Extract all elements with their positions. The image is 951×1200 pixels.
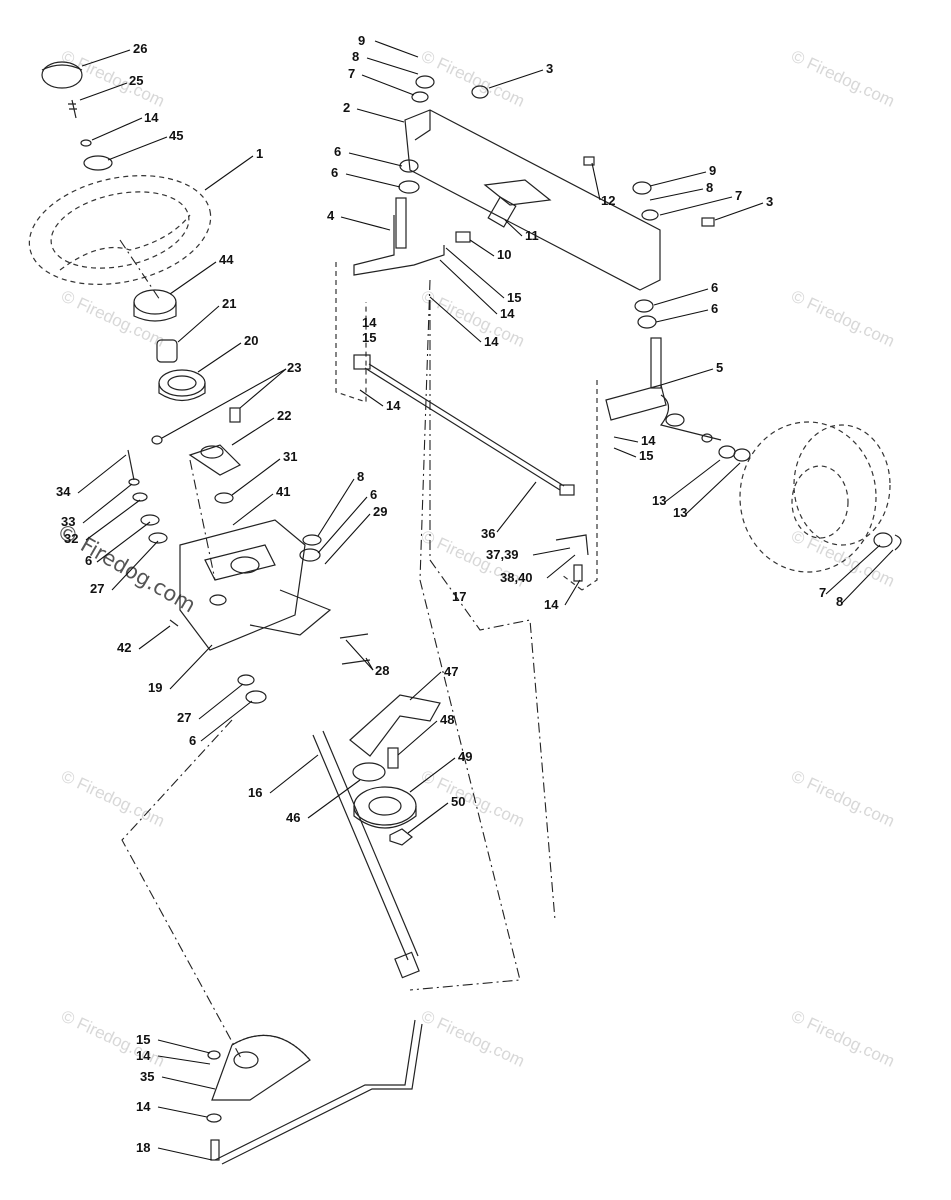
label-23: 23 — [287, 360, 301, 375]
label-9: 9 — [358, 33, 365, 48]
label-25: 25 — [129, 73, 143, 88]
label-6: 6 — [189, 733, 196, 748]
label-10: 10 — [497, 247, 511, 262]
label-17: 17 — [452, 589, 466, 604]
tie-rod — [353, 354, 589, 582]
steering-support-assembly — [127, 444, 371, 704]
label-14: 14 — [500, 306, 515, 321]
label-2: 2 — [343, 100, 350, 115]
label-13: 13 — [652, 493, 666, 508]
label-32: 32 — [64, 531, 78, 546]
idler-pulley-assembly — [349, 694, 441, 846]
label-29: 29 — [373, 504, 387, 519]
label-22: 22 — [277, 408, 291, 423]
label-3: 3 — [546, 61, 553, 76]
watermark: © Firedog.com — [58, 286, 167, 350]
label-7: 7 — [735, 188, 742, 203]
watermark: © Firedog.com — [788, 46, 897, 110]
watermark: © Firedog.com — [788, 526, 897, 590]
label-8: 8 — [357, 469, 364, 484]
label-47: 47 — [444, 664, 458, 679]
label-34: 34 — [56, 484, 71, 499]
label-15: 15 — [136, 1032, 150, 1047]
label-5: 5 — [716, 360, 723, 375]
label-6: 6 — [334, 144, 341, 159]
label-7: 7 — [819, 585, 826, 600]
watermark: © Firedog.com — [418, 766, 527, 830]
label-36: 36 — [481, 526, 495, 541]
watermark: © Firedog.com — [58, 766, 167, 830]
label-27: 27 — [90, 581, 104, 596]
assembly-guide-lines — [119, 239, 556, 1061]
leader-lines — [77, 40, 894, 1161]
label-4: 4 — [327, 208, 335, 223]
label-8: 8 — [352, 49, 359, 64]
label-37-39: 37,39 — [486, 547, 519, 562]
label-15: 15 — [362, 330, 376, 345]
label-49: 49 — [458, 749, 472, 764]
label-33: 33 — [61, 514, 75, 529]
label-12: 12 — [601, 193, 615, 208]
label-14: 14 — [362, 315, 377, 330]
drag-link — [214, 1019, 423, 1165]
label-14: 14 — [544, 597, 559, 612]
steering-wheel-assembly — [28, 61, 241, 445]
label-14: 14 — [484, 334, 499, 349]
label-8: 8 — [836, 594, 843, 609]
label-9: 9 — [709, 163, 716, 178]
label-11: 11 — [525, 228, 539, 243]
label-8: 8 — [706, 180, 713, 195]
label-19: 19 — [148, 680, 162, 695]
label-16: 16 — [248, 785, 262, 800]
front-axle-assembly — [335, 75, 751, 591]
label-14: 14 — [641, 433, 656, 448]
label-14: 14 — [136, 1048, 151, 1063]
watermark: © Firedog.com — [58, 1006, 167, 1070]
label-44: 44 — [219, 252, 234, 267]
steering-shaft — [312, 730, 420, 979]
label-21: 21 — [222, 296, 236, 311]
label-38-40: 38,40 — [500, 570, 533, 585]
part-labels: 26 25 14 45 1 44 21 20 23 22 31 41 8 6 2… — [56, 33, 843, 1155]
sector-gear-assembly — [206, 1034, 311, 1161]
label-13: 13 — [673, 505, 687, 520]
watermark: © Firedog.com — [418, 46, 527, 110]
label-14: 14 — [136, 1099, 151, 1114]
label-26: 26 — [133, 41, 147, 56]
label-7: 7 — [348, 66, 355, 81]
watermark: © Firedog.com — [788, 766, 897, 830]
label-50: 50 — [451, 794, 465, 809]
label-6: 6 — [85, 553, 92, 568]
label-27: 27 — [177, 710, 191, 725]
label-48: 48 — [440, 712, 454, 727]
label-20: 20 — [244, 333, 258, 348]
label-41: 41 — [276, 484, 290, 499]
label-6: 6 — [711, 280, 718, 295]
label-6: 6 — [370, 487, 377, 502]
label-35: 35 — [140, 1069, 154, 1084]
label-28: 28 — [375, 663, 389, 678]
watermark: © Firedog.com — [418, 1006, 527, 1070]
label-15: 15 — [639, 448, 653, 463]
label-6: 6 — [331, 165, 338, 180]
label-6: 6 — [711, 301, 718, 316]
label-18: 18 — [136, 1140, 150, 1155]
label-31: 31 — [283, 449, 297, 464]
label-45: 45 — [169, 128, 183, 143]
label-1: 1 — [256, 146, 263, 161]
label-15: 15 — [507, 290, 521, 305]
label-46: 46 — [286, 810, 300, 825]
label-14: 14 — [386, 398, 401, 413]
label-3: 3 — [766, 194, 773, 209]
label-42: 42 — [117, 640, 131, 655]
label-14: 14 — [144, 110, 159, 125]
front-tire — [739, 421, 902, 573]
watermark: © Firedog.com — [788, 1006, 897, 1070]
watermark: © Firedog.com — [788, 286, 897, 350]
